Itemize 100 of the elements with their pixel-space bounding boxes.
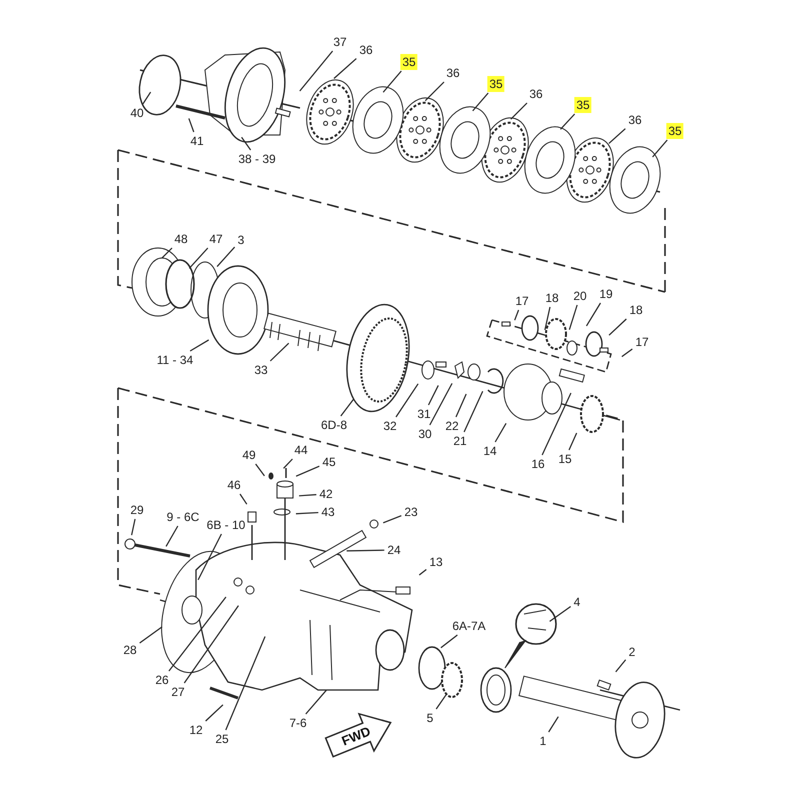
leader-line (131, 518, 136, 536)
callout-number: 20 (571, 288, 589, 304)
callout-number: 14 (481, 443, 499, 459)
leader-line (586, 302, 602, 326)
callout-number: 44 (292, 442, 310, 458)
callout-number: 46 (225, 477, 243, 493)
leader-line (161, 248, 172, 259)
leader-line (270, 342, 290, 362)
callout-number: 35 (574, 97, 592, 113)
leader-line (608, 318, 627, 336)
leader-line (305, 690, 327, 714)
callout-number: 49 (240, 447, 258, 463)
callout-number: 47 (207, 231, 225, 247)
callout-number: 35 (666, 123, 684, 139)
callout-number: 15 (556, 451, 574, 467)
leader-line (418, 569, 427, 576)
callout-number: 13 (427, 554, 445, 570)
leader-line (549, 606, 571, 622)
callout-number: 26 (153, 672, 171, 688)
leader-line (396, 384, 419, 418)
leader-line (455, 394, 467, 418)
leader-line (542, 392, 572, 456)
callout-number: 12 (187, 722, 205, 738)
leader-line (198, 534, 222, 580)
leader-line (166, 526, 178, 547)
leader-line (544, 306, 551, 330)
leader-line (240, 494, 248, 505)
callout-number: 43 (319, 504, 337, 520)
leader-line (255, 464, 265, 476)
callout-number: 36 (444, 65, 462, 81)
leader-line (296, 512, 318, 514)
leader-line (225, 636, 266, 730)
leader-line (241, 136, 252, 150)
leader-line (424, 82, 444, 102)
callout-number: 21 (451, 433, 469, 449)
callout-number: 2 (626, 644, 638, 660)
callout-number: 28 (121, 642, 139, 658)
callout-number: 1 (538, 733, 548, 749)
callout-number: 25 (213, 731, 231, 747)
leader-line (568, 304, 578, 330)
leader-line (568, 432, 578, 450)
leader-line (472, 92, 489, 112)
leader-line (190, 339, 210, 352)
leader-line (283, 458, 293, 469)
leader-line (464, 390, 484, 432)
leader-line (510, 102, 528, 120)
leader-line (188, 118, 194, 132)
leader-line (429, 383, 453, 426)
callout-number: 7-6 (287, 715, 309, 731)
leader-line (168, 596, 226, 672)
leader-line (184, 605, 239, 684)
callout-number: 9 - 6C (164, 509, 202, 525)
leader-line (296, 466, 320, 477)
leader-line (548, 716, 559, 732)
leader-line (299, 50, 334, 92)
callout-number: 23 (402, 504, 420, 520)
leader-line (340, 398, 354, 416)
callout-number: 19 (597, 286, 615, 302)
callout-number: 24 (385, 542, 403, 558)
callout-number: 18 (627, 302, 645, 318)
callout-number: 18 (543, 290, 561, 306)
callout-number: 36 (357, 42, 375, 58)
callout-number: 41 (188, 133, 206, 149)
callout-number: 6A-7A (450, 618, 488, 634)
callout-number: 16 (529, 456, 547, 472)
leader-line (382, 515, 402, 524)
leader-line (188, 248, 208, 269)
callout-number: 42 (317, 486, 335, 502)
callout-number: 40 (128, 105, 146, 121)
leader-line (139, 626, 162, 644)
leader-line (652, 140, 668, 158)
callout-number: 36 (527, 86, 545, 102)
callout-number: 45 (320, 454, 338, 470)
leader-line (436, 694, 447, 710)
leader-line (142, 92, 152, 104)
callout-number: 6D-8 (319, 417, 349, 433)
callout-number: 32 (381, 418, 399, 434)
callout-number: 33 (252, 362, 270, 378)
leader-line (346, 550, 384, 552)
leader-line (494, 423, 507, 442)
callout-number: 17 (513, 293, 531, 309)
leader-line (622, 348, 633, 358)
callout-number: 6B - 10 (204, 517, 248, 533)
callout-number: 30 (416, 426, 434, 442)
callout-number: 29 (128, 502, 146, 518)
callout-number: 17 (633, 334, 651, 350)
callout-number: 4 (572, 594, 582, 610)
leader-line (440, 634, 458, 648)
leader-line (514, 310, 520, 320)
callout-number: 38 - 39 (236, 151, 278, 167)
callout-number: 5 (424, 710, 436, 726)
callout-number: 3 (236, 232, 246, 248)
leader-line (382, 70, 402, 93)
leader-line (216, 246, 236, 267)
callout-number: 36 (626, 112, 644, 128)
callout-number: 37 (331, 34, 349, 50)
callout-number: 35 (487, 76, 505, 92)
leader-line (205, 704, 224, 722)
callout-number: 48 (172, 231, 190, 247)
callout-number: 31 (415, 406, 433, 422)
